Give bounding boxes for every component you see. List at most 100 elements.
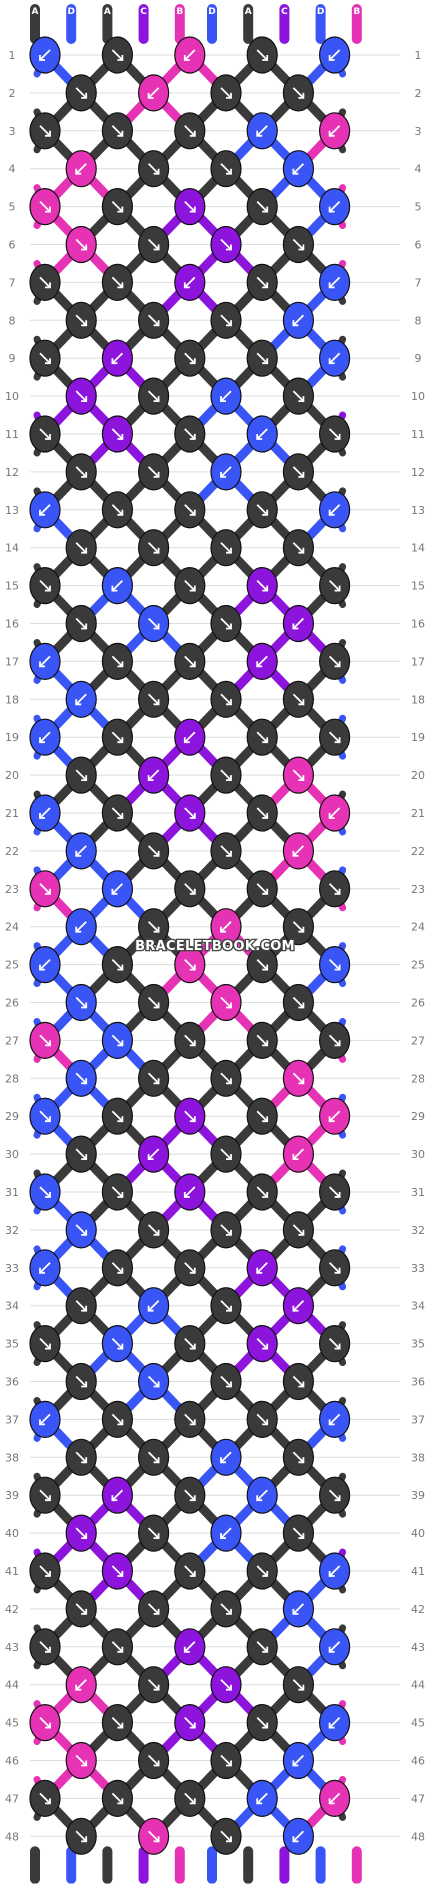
knot-arrow-head	[81, 244, 88, 251]
row-number-right: 34	[411, 1300, 425, 1313]
knot	[319, 36, 351, 74]
row-number-right: 17	[411, 655, 425, 668]
knot-arrow	[147, 693, 160, 705]
knot-arrow-head	[45, 1646, 51, 1653]
knot-arrow-head	[75, 699, 82, 706]
knot-arrow	[292, 1754, 305, 1767]
knot	[319, 263, 351, 301]
knot-arrow	[111, 1262, 124, 1274]
knot	[246, 112, 278, 150]
knot-arrow	[147, 1148, 160, 1160]
knot-arrow-head	[220, 396, 226, 403]
knot-arrow-head	[111, 358, 118, 365]
knot	[138, 1590, 170, 1628]
knot	[138, 377, 170, 415]
knot-arrow-head	[334, 1267, 341, 1274]
knot-arrow	[39, 1262, 51, 1274]
knot-arrow-head	[226, 623, 232, 630]
knot-arrow-head	[256, 1267, 263, 1274]
knot-arrow	[184, 807, 196, 819]
knot-arrow	[75, 1679, 87, 1691]
string-top	[315, 4, 326, 44]
knot-arrow	[292, 87, 305, 99]
row-number-right: 44	[411, 1679, 425, 1692]
knot-arrow	[292, 1830, 305, 1842]
knot-arrow	[111, 504, 124, 516]
knot	[29, 1021, 61, 1060]
knot-arrow-head	[147, 775, 154, 781]
knot	[65, 225, 97, 264]
string-label-top: D	[317, 7, 324, 17]
knot	[319, 1097, 351, 1135]
knot-arrow-head	[117, 1419, 124, 1426]
knot-arrow-head	[189, 964, 196, 971]
row-number-left: 34	[5, 1300, 19, 1313]
knot-arrow	[328, 731, 341, 743]
knot	[174, 112, 206, 150]
row-number-left: 23	[5, 883, 19, 896]
knot-arrow-head	[81, 1836, 88, 1843]
knot-arrow	[184, 1034, 196, 1047]
knot	[282, 1514, 314, 1552]
knot	[101, 415, 134, 453]
knot-arrow-head	[153, 168, 160, 175]
knot	[29, 188, 61, 226]
knot-arrow	[256, 125, 268, 137]
knot-arrow	[256, 1262, 268, 1274]
knot	[65, 680, 97, 718]
knot-arrow	[75, 1603, 87, 1615]
knot	[246, 188, 278, 226]
knot-arrow-head	[189, 1495, 196, 1502]
knot-arrow	[220, 921, 232, 933]
knot	[65, 908, 97, 946]
knot-arrow-head	[45, 1343, 51, 1350]
knot	[282, 377, 314, 415]
knot-arrow	[328, 1641, 341, 1653]
knot-arrow-head	[111, 1495, 118, 1502]
knot-arrow-head	[298, 1533, 305, 1539]
row-number-right: 16	[411, 618, 425, 631]
knot-arrow	[328, 428, 341, 440]
string-top	[138, 4, 149, 44]
knot-arrow	[75, 1527, 87, 1539]
knot	[65, 604, 97, 643]
knot-arrow	[328, 200, 341, 213]
knot-arrow-head	[262, 888, 269, 895]
knot	[174, 1476, 206, 1514]
row-number-right: 11	[411, 428, 425, 441]
row-number-left: 11	[5, 428, 19, 441]
string-label-bottom: B	[176, 1883, 183, 1893]
string-label-bottom: C	[281, 1883, 288, 1893]
knot-arrow	[111, 1186, 124, 1198]
knot-arrow-head	[75, 168, 82, 175]
knot-arrow	[39, 958, 51, 971]
string-label-bottom: C	[140, 1883, 147, 1893]
knot-arrow-head	[292, 1836, 299, 1843]
knot-arrow-head	[256, 1495, 263, 1502]
knot-arrow-head	[45, 1722, 51, 1729]
knot-arrow	[220, 617, 232, 630]
string-label-top: A	[245, 7, 252, 17]
knot	[246, 1703, 278, 1742]
knot	[319, 491, 351, 529]
knot-arrow	[111, 1110, 124, 1122]
row-number-left: 6	[9, 239, 16, 252]
knot-arrow	[147, 1754, 160, 1767]
knot-arrow-head	[117, 661, 124, 668]
knot	[174, 1779, 206, 1818]
knot-arrow	[147, 1527, 160, 1539]
row-number-right: 7	[415, 276, 422, 289]
knot-arrow-head	[153, 926, 160, 933]
knot-arrow	[220, 1224, 232, 1236]
knot	[174, 1097, 206, 1135]
knot-arrow	[111, 1565, 124, 1577]
knot-arrow-head	[226, 1760, 232, 1767]
knot-arrow	[220, 996, 232, 1009]
knot	[65, 1741, 97, 1780]
knot-arrow	[256, 49, 268, 61]
string-bottom	[315, 1846, 326, 1884]
knot-arrow	[75, 1754, 87, 1767]
knot-arrow-head	[292, 320, 299, 327]
